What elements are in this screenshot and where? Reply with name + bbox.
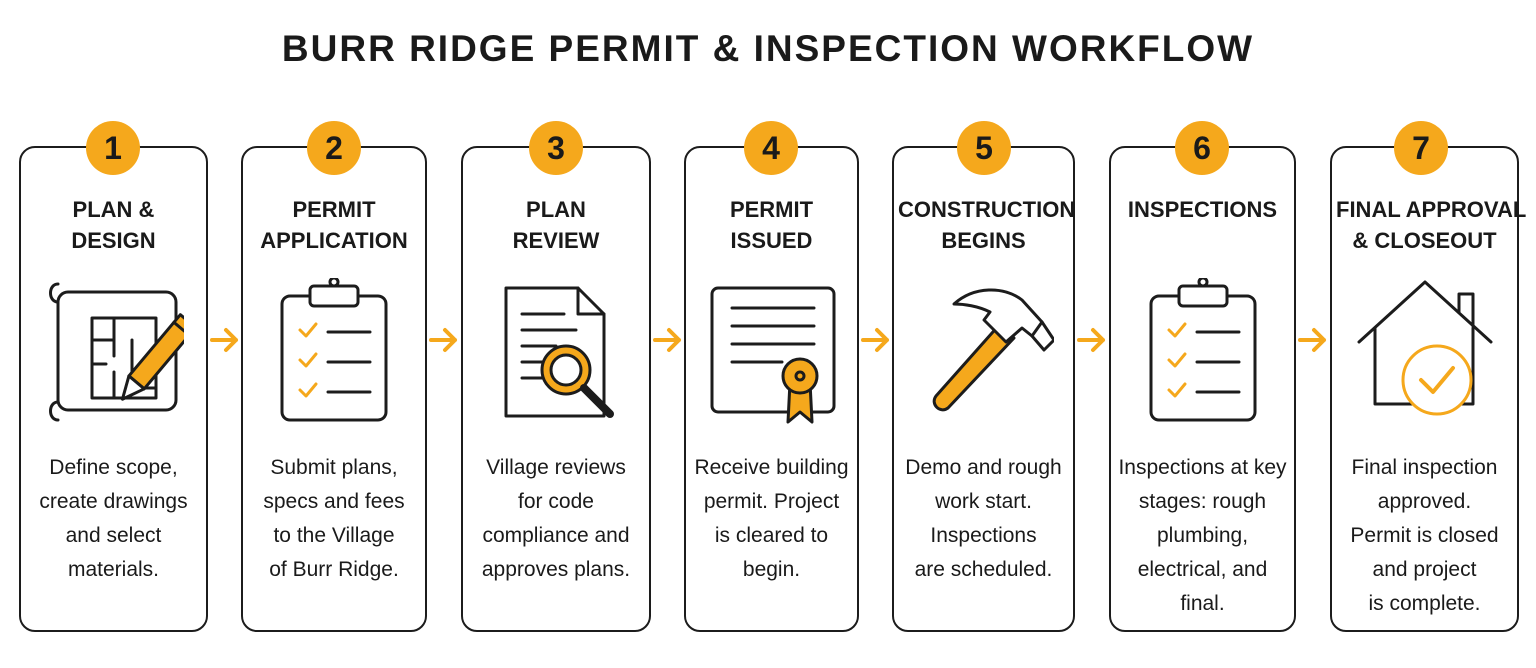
step-desc-line: are scheduled.	[914, 558, 1053, 581]
step-desc-line: and project	[1372, 558, 1477, 581]
step-desc-line: create drawings	[39, 490, 188, 513]
step-desc-line: Final inspection	[1351, 456, 1498, 479]
clipboard-checklist-icon	[280, 278, 388, 422]
document-magnifier-icon	[504, 286, 614, 418]
clipboard-checklist-icon	[1149, 278, 1256, 422]
step-title-line: PLAN &	[72, 197, 155, 222]
step-title-line: DESIGN	[71, 228, 156, 253]
diagram-title: BURR RIDGE PERMIT & INSPECTION WORKFLOW	[281, 28, 1255, 69]
step-title: PERMIT ISSUED	[686, 194, 857, 256]
step-title-line: APPLICATION	[260, 228, 408, 253]
step-desc-line: stages: rough	[1138, 490, 1267, 513]
step-number-badge: 2	[307, 121, 361, 175]
step-card-2: PERMIT APPLICATION Submit plans, specs a…	[241, 146, 427, 632]
step-title-line: CONSTRUCTION	[898, 197, 1076, 222]
step-desc-line: specs and fees	[263, 490, 405, 513]
step-card-5: CONSTRUCTION BEGINS Demo and rough work …	[892, 146, 1075, 632]
step-description: Receive building permit. Project is clea…	[686, 451, 857, 587]
step-title: FINAL APPROVAL & CLOSEOUT	[1332, 194, 1527, 256]
step-title-line: & CLOSEOUT	[1352, 228, 1497, 253]
step-title-line: PERMIT	[729, 197, 814, 222]
step-title: CONSTRUCTION BEGINS	[894, 194, 1076, 256]
step-desc-line: work start.	[935, 490, 1032, 513]
step-desc-line: Inspections at key	[1118, 456, 1287, 479]
step-card-7: FINAL APPROVAL & CLOSEOUT Final inspecti…	[1330, 146, 1527, 632]
hammer-icon	[932, 288, 1054, 412]
step-desc-line: Define scope,	[49, 456, 178, 479]
step-number-badge: 6	[1175, 121, 1229, 175]
step-card-3: PLAN REVIEW Village reviews for code com…	[461, 146, 651, 632]
step-description: Final inspection approved. Permit is clo…	[1332, 451, 1517, 621]
step-title-line: FINAL APPROVAL	[1336, 197, 1527, 222]
house-check-icon	[1357, 280, 1492, 416]
step-title: PLAN & DESIGN	[21, 194, 206, 256]
step-desc-line: final.	[1180, 592, 1225, 615]
step-desc-line: is complete.	[1368, 592, 1481, 615]
step-title: PERMIT APPLICATION	[243, 194, 425, 256]
step-number-badge: 3	[529, 121, 583, 175]
step-desc-line: Demo and rough	[905, 456, 1062, 479]
step-description: Submit plans, specs and fees to the Vill…	[243, 451, 425, 587]
arrow-right-icon	[1298, 328, 1326, 352]
step-card-6: INSPECTIONS Inspections at key stages: r…	[1109, 146, 1296, 632]
step-desc-line: of Burr Ridge.	[269, 558, 399, 581]
blueprint-pencil-icon	[48, 282, 184, 422]
step-number-badge: 5	[957, 121, 1011, 175]
step-title-line: PLAN	[526, 197, 586, 222]
step-description: Demo and rough work start. Inspections a…	[894, 451, 1073, 587]
step-title-line: BEGINS	[941, 228, 1026, 253]
step-desc-line: Receive building	[694, 456, 849, 479]
step-desc-line: Village reviews	[486, 456, 626, 479]
step-desc-line: Permit is closed	[1350, 524, 1499, 547]
step-desc-line: plumbing,	[1156, 524, 1249, 547]
step-title: INSPECTIONS	[1111, 194, 1294, 225]
step-desc-line: electrical, and	[1137, 558, 1268, 581]
step-desc-line: approves plans.	[481, 558, 631, 581]
step-card-1: PLAN & DESIGN Define scope, create drawi…	[19, 146, 208, 632]
step-title-line: REVIEW	[512, 228, 600, 253]
step-title-line: ISSUED	[730, 228, 813, 253]
step-desc-line: approved.	[1377, 490, 1472, 513]
step-desc-line: for code	[518, 490, 594, 513]
step-number-badge: 7	[1394, 121, 1448, 175]
arrow-right-icon	[861, 328, 889, 352]
step-title: PLAN REVIEW	[463, 194, 649, 256]
step-desc-line: to the Village	[273, 524, 395, 547]
step-number-badge: 4	[744, 121, 798, 175]
certificate-ribbon-icon	[710, 286, 835, 424]
step-desc-line: is cleared to	[714, 524, 829, 547]
step-desc-line: compliance and	[482, 524, 630, 547]
step-description: Define scope, create drawings and select…	[21, 451, 206, 587]
arrow-right-icon	[653, 328, 681, 352]
step-title-line: PERMIT	[292, 197, 376, 222]
step-desc-line: begin.	[742, 558, 801, 581]
arrow-right-icon	[1077, 328, 1105, 352]
step-desc-line: Inspections	[930, 524, 1037, 547]
step-desc-line: permit. Project	[703, 490, 840, 513]
step-desc-line: materials.	[67, 558, 160, 581]
arrow-right-icon	[210, 328, 238, 352]
step-desc-line: Submit plans,	[270, 456, 398, 479]
step-title-line: INSPECTIONS	[1127, 197, 1278, 222]
arrow-right-icon	[429, 328, 457, 352]
step-desc-line: and select	[65, 524, 162, 547]
step-number-badge: 1	[86, 121, 140, 175]
step-description: Village reviews for code compliance and …	[463, 451, 649, 587]
step-description: Inspections at key stages: rough plumbin…	[1111, 451, 1294, 621]
step-card-4: PERMIT ISSUED Receive building permit. P…	[684, 146, 859, 632]
